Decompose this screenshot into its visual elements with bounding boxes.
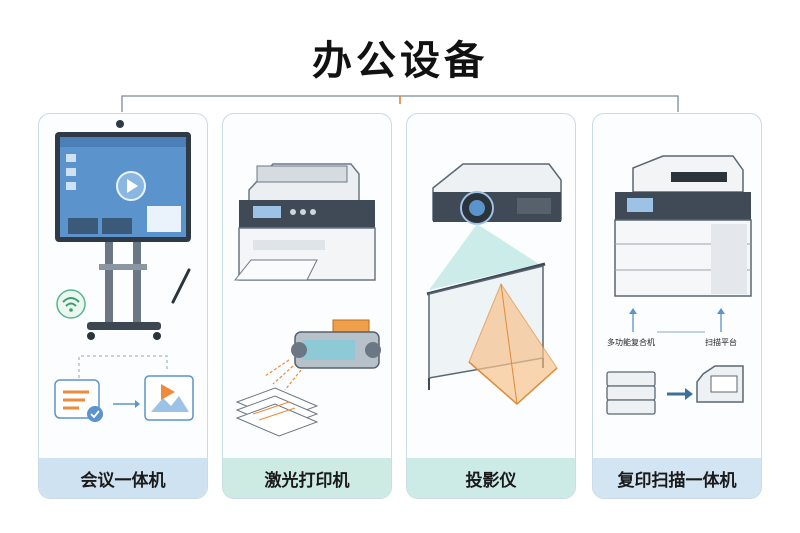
card-projector[interactable]: 投影仪: [406, 113, 576, 499]
copier-scanner-illustration: [606, 155, 752, 415]
card-label-conference-display: 会议一体机: [39, 458, 207, 498]
laser-printer-illustration: [233, 163, 381, 437]
projector-illustration: [426, 163, 562, 406]
card-label-copier-scanner: 复印扫描一体机: [593, 458, 761, 498]
card-label-laser-printer: 激光打印机: [223, 458, 391, 498]
card-label-projector: 投影仪: [407, 458, 575, 498]
mini-label-scan-platform: 扫描平台: [705, 338, 737, 347]
tree-connector: [121, 95, 679, 112]
card-laser-printer[interactable]: 激光打印机: [222, 113, 392, 499]
card-conference-display[interactable]: 会议一体机: [38, 113, 208, 499]
card-copier-scanner[interactable]: 多功能复合机 扫描平台 复印扫描一体机: [592, 113, 762, 499]
conference-display-illustration: [54, 120, 194, 422]
mini-label-mfp: 多功能复合机: [607, 338, 655, 347]
page-title: 办公设备: [312, 38, 488, 84]
